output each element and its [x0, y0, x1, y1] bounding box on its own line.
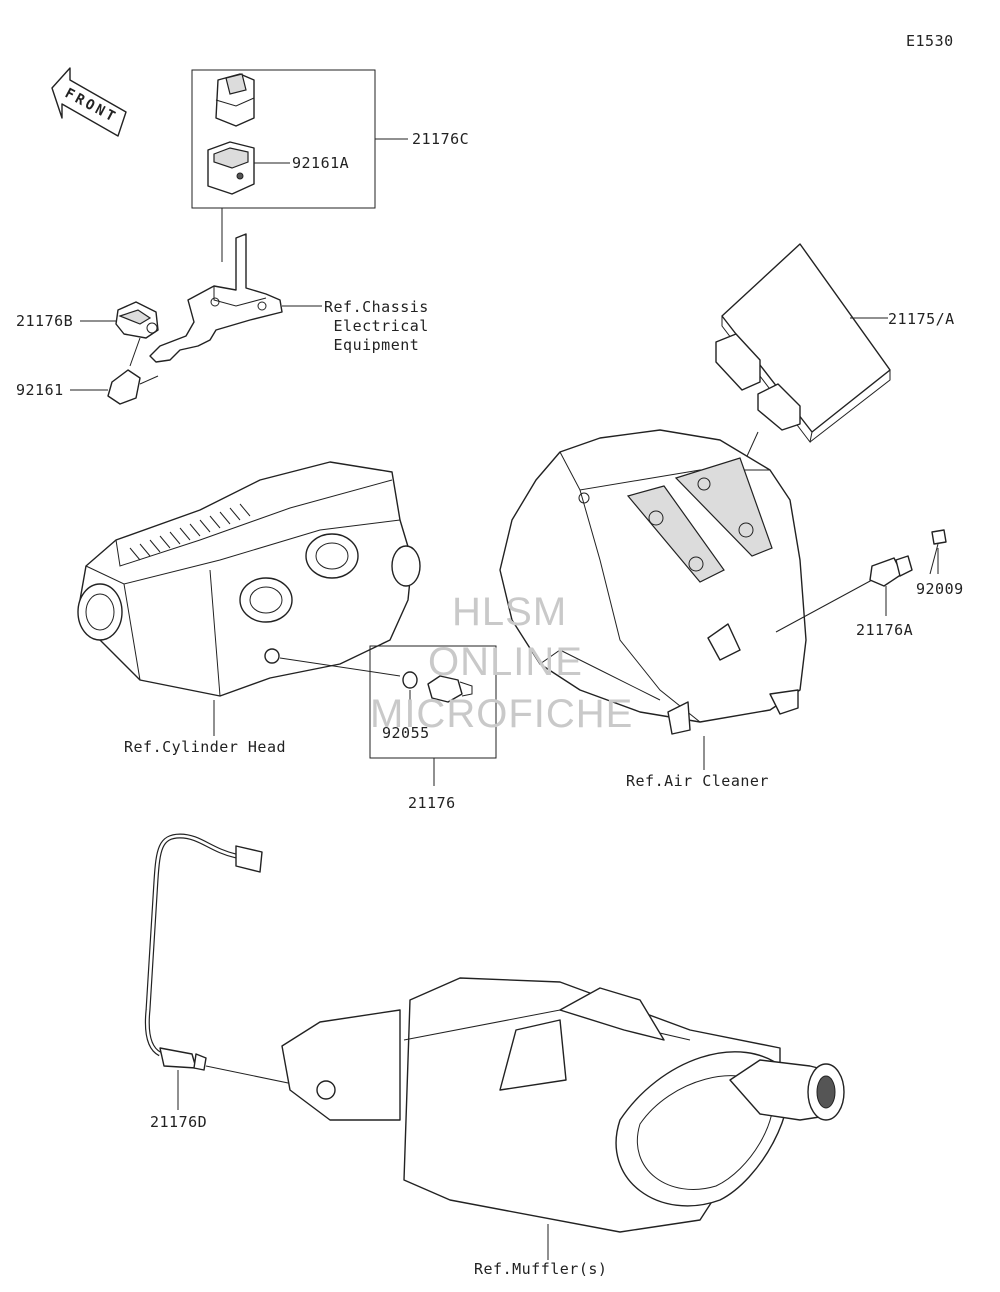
callout-21175A[interactable]: 21175/A	[888, 310, 955, 328]
callout-92009[interactable]: 92009	[916, 580, 964, 598]
callout-92055[interactable]: 92055	[382, 724, 430, 742]
front-arrow-icon: FRONT	[51, 67, 127, 137]
watermark-line1: HLSM	[452, 590, 568, 634]
callout-ref-cylinder-head[interactable]: Ref.Cylinder Head	[124, 738, 287, 756]
sensor-21176A	[775, 555, 913, 633]
callout-92161[interactable]: 92161	[16, 381, 64, 399]
callout-92161A[interactable]: 92161A	[292, 154, 350, 172]
air-cleaner	[499, 429, 807, 770]
relay-box-21176C	[191, 69, 408, 262]
watermark-line2: ONLINE	[428, 640, 583, 684]
watermark-line3: MICROFICHE	[370, 692, 634, 736]
sensor-box-21176	[369, 645, 497, 786]
sensor-21176B	[80, 301, 159, 367]
callout-21176D[interactable]: 21176D	[150, 1113, 208, 1131]
o2-sensor-21176D	[144, 833, 323, 1110]
grommet-92161	[70, 369, 159, 405]
screw-92009	[929, 529, 947, 575]
callout-ref-chassis[interactable]: Ref.Chassis Electrical Equipment	[324, 298, 429, 354]
ecu-21175A	[715, 243, 891, 521]
callout-21176A[interactable]: 21176A	[856, 621, 914, 639]
chassis-bracket	[149, 233, 322, 363]
callout-ref-muffler[interactable]: Ref.Muffler(s)	[474, 1260, 608, 1278]
cylinder-head	[77, 461, 421, 736]
callout-21176C[interactable]: 21176C	[412, 130, 470, 148]
callout-21176B[interactable]: 21176B	[16, 312, 74, 330]
diagram-id: E1530	[906, 32, 954, 50]
callout-21176[interactable]: 21176	[408, 794, 456, 812]
cam-fins	[129, 503, 251, 561]
callout-ref-air-cleaner[interactable]: Ref.Air Cleaner	[626, 772, 769, 790]
muffler	[281, 977, 845, 1260]
